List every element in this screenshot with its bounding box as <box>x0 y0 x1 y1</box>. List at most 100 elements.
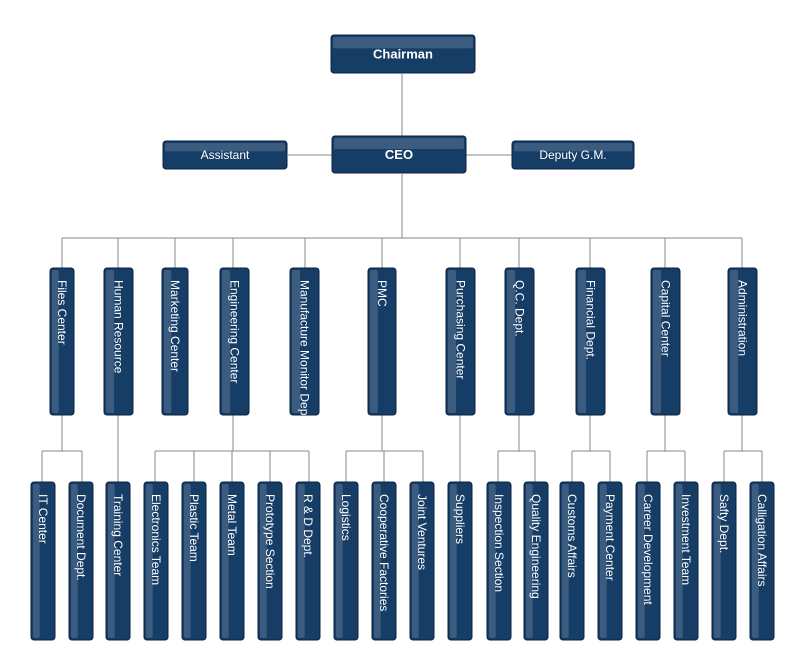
node-box <box>749 481 775 641</box>
node-highlight <box>222 484 229 638</box>
node-box <box>673 481 699 641</box>
node-label: Investment Team <box>679 494 693 585</box>
node-highlight <box>507 270 516 413</box>
node-highlight <box>336 484 343 638</box>
node-box <box>49 267 75 416</box>
node-label: Manufacture Monitor Dept. <box>298 280 312 422</box>
node-box <box>559 481 585 641</box>
node-highlight <box>146 484 153 638</box>
node-label: Training Center <box>111 494 125 576</box>
org-node-calligation-affairs: Calligation Affairs <box>749 481 775 641</box>
org-node-manufacture-monitor-dept: Manufacture Monitor Dept. <box>289 267 320 422</box>
node-box <box>371 481 397 641</box>
node-highlight <box>52 270 59 413</box>
org-node-electronics-team: Electronics Team <box>143 481 169 641</box>
org-node-suppliers: Suppliers <box>447 481 473 641</box>
node-highlight <box>292 270 301 413</box>
org-node-assistant: Assistant <box>162 140 288 170</box>
node-label: Payment Center <box>603 494 617 581</box>
node-box <box>635 481 661 641</box>
org-node-human-resource: Human Resource <box>103 267 134 416</box>
node-box <box>295 481 321 641</box>
org-node-purchasing-center: Purchasing Center <box>445 267 476 416</box>
node-label: Logistics <box>339 494 353 541</box>
org-node-r-d-dept: R & D Dept. <box>295 481 321 641</box>
node-box <box>367 267 397 416</box>
org-node-marketing-center: Marketing Center <box>161 267 189 416</box>
node-highlight <box>334 138 464 150</box>
node-highlight <box>448 270 457 413</box>
node-highlight <box>108 484 115 638</box>
node-box <box>523 481 549 641</box>
node-label: Human Resource <box>112 280 126 374</box>
node-highlight <box>298 484 305 638</box>
org-node-joint-ventures: Joint Ventures <box>409 481 435 641</box>
node-highlight <box>600 484 607 638</box>
node-label: Financial Dept. <box>584 280 598 360</box>
org-node-logistics: Logistics <box>333 481 359 641</box>
org-node-payment-center: Payment Center <box>597 481 623 641</box>
node-label: Marketing Center <box>168 280 182 372</box>
node-box <box>103 267 134 416</box>
org-node-files-center: Files Center <box>49 267 75 416</box>
org-node-administration: Administration <box>727 267 758 416</box>
org-node-prototype-section: Prototype Section <box>257 481 283 641</box>
node-label: Inspection Section <box>492 494 506 592</box>
org-node-customs-affairs: Customs Affairs <box>559 481 585 641</box>
node-highlight <box>653 270 662 413</box>
node-label: Suppliers <box>453 494 467 544</box>
node-label: Files Center <box>55 280 69 345</box>
node-label: Capital Center <box>659 280 673 357</box>
org-node-safty-dept: Safty Dept. <box>711 481 737 641</box>
node-box <box>727 267 758 416</box>
node-label: R & D Dept. <box>301 494 315 558</box>
node-label: IT Center <box>36 494 50 544</box>
org-node-capital-center: Capital Center <box>650 267 681 416</box>
node-box <box>219 267 250 416</box>
node-highlight <box>106 270 115 413</box>
node-label: Quality Engineering <box>529 494 543 599</box>
node-highlight <box>578 270 587 413</box>
node-highlight <box>184 484 191 638</box>
node-box <box>511 140 635 170</box>
node-highlight <box>71 484 78 638</box>
org-node-quality-engineering: Quality Engineering <box>523 481 549 641</box>
org-node-it-center: IT Center <box>30 481 56 641</box>
org-node-ceo: CEO <box>331 135 467 174</box>
node-highlight <box>164 270 172 413</box>
node-highlight <box>450 484 457 638</box>
node-highlight <box>562 484 569 638</box>
node-highlight <box>489 484 496 638</box>
node-label: Calligation Affairs <box>755 494 769 587</box>
node-label: Joint Ventures <box>415 494 429 570</box>
node-box <box>68 481 94 641</box>
node-highlight <box>752 484 759 638</box>
node-label: Prototype Section <box>263 494 277 589</box>
node-box <box>331 135 467 174</box>
org-node-cooperative-factories: Cooperative Factories <box>371 481 397 641</box>
node-label: Administration <box>736 280 750 356</box>
org-node-plastic-team: Plastic Team <box>181 481 207 641</box>
node-label: CEO <box>385 147 413 162</box>
node-highlight <box>676 484 683 638</box>
node-label: Q.C. Dept. <box>513 280 527 337</box>
org-node-document-dept: Document Dept. <box>68 481 94 641</box>
node-box <box>143 481 169 641</box>
node-highlight <box>514 143 632 152</box>
node-box <box>333 481 359 641</box>
node-label: PMC <box>375 280 389 307</box>
org-node-deputy-g-m: Deputy G.M. <box>511 140 635 170</box>
node-highlight <box>714 484 721 638</box>
org-node-inspection-section: Inspection Section <box>486 481 512 641</box>
node-highlight <box>526 484 533 638</box>
node-label: Safty Dept. <box>717 494 731 553</box>
node-label: Deputy G.M. <box>539 148 606 162</box>
node-label: Customs Affairs <box>565 494 579 578</box>
node-box <box>161 267 189 416</box>
node-box <box>409 481 435 641</box>
org-node-training-center: Training Center <box>105 481 131 641</box>
org-node-q-c-dept: Q.C. Dept. <box>504 267 535 416</box>
org-node-chairman: Chairman <box>330 34 476 74</box>
node-label: Electronics Team <box>149 494 163 585</box>
node-box <box>257 481 283 641</box>
